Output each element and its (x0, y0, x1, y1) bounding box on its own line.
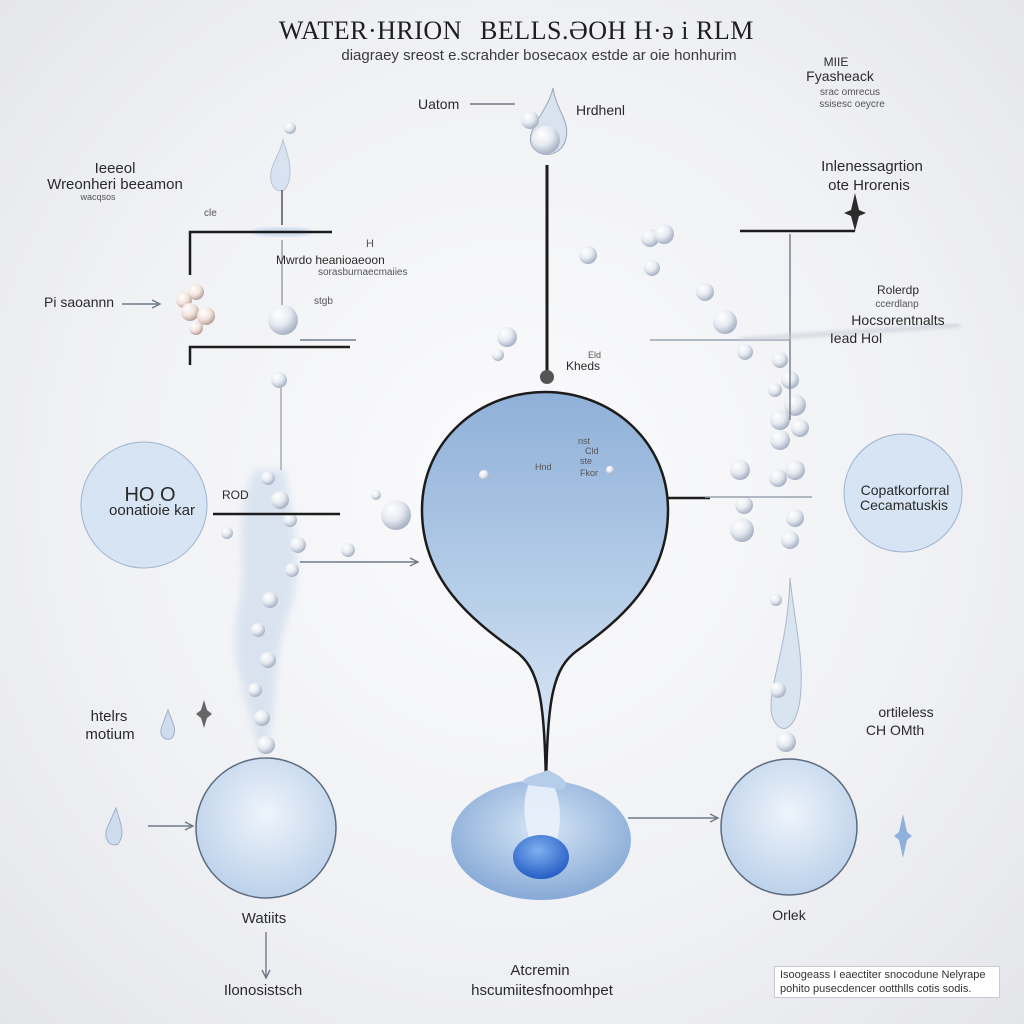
label-left-mid-2: sorasburnaecmaiies (318, 267, 408, 278)
label-right-mid-1: Rolerdp (876, 283, 920, 297)
label-left-3: wacqsos (80, 192, 116, 202)
footnote-box: Isoogeass I eaectiter snocodune Nelyrape… (774, 966, 1000, 998)
right-drop-icon (770, 577, 802, 752)
connector-arrows (122, 103, 961, 980)
label-mid-small-3: ste (580, 456, 593, 466)
drop-bubble (606, 466, 614, 474)
label-mid-small-4: Hnd (535, 462, 552, 472)
label-right-low-2: CH OMth (865, 722, 925, 738)
pink-bubble-cluster-icon (176, 284, 215, 335)
label-right-mid-4: Iead Hol (829, 330, 883, 346)
label-left-5: Pi saoannn (44, 294, 115, 310)
left-upper-drop-icon (252, 122, 312, 470)
coordination-circle (843, 433, 963, 553)
sparkle-icon (196, 193, 912, 858)
label-top-mid: Hrdhenl (576, 102, 626, 118)
bottom-bowl (451, 770, 631, 900)
label-top-right-1: MIIE (823, 55, 849, 69)
label-bottom-mid-2: hscumiitesfnoomhpet (471, 982, 613, 999)
label-left-mid-3: stgb (314, 296, 333, 307)
label-center-2: Kheds (566, 359, 601, 373)
label-right-mid-3: Hocsorentnalts (851, 312, 945, 328)
label-mid-small-2: Cld (585, 446, 599, 456)
bracket-lines (188, 229, 855, 516)
label-left-mid-1: Mwrdo heanioaeoon (276, 253, 385, 267)
bottom-left-circle (195, 757, 337, 899)
h2o-circle (80, 441, 208, 569)
label-bottom-mid-1: Atcremin (510, 962, 570, 979)
left-bubble-column (235, 470, 306, 760)
label-bottom-right: Orlek (772, 907, 806, 923)
right-bubble-column (730, 352, 809, 549)
label-bottom-left-2: Ilonosistsch (223, 982, 303, 999)
right-upper-bubbles (492, 224, 753, 361)
label-left-4: cle (204, 208, 217, 219)
label-left-1: Ieeeol (94, 160, 136, 177)
label-right-low-1: ortileless (878, 704, 934, 720)
label-top-left: Uatom (418, 96, 460, 112)
central-droplet (420, 390, 670, 783)
label-h2o-1: HO O (124, 484, 176, 506)
stem-knob (540, 370, 554, 384)
water-drop-icon (105, 708, 175, 846)
label-cord-1: Copatkorforral (860, 482, 950, 498)
label-h2o-3: ROD (222, 488, 249, 502)
label-cord-2: Cecamatuskis (860, 497, 948, 513)
deep-drop (513, 835, 569, 879)
top-drop-icon (521, 87, 568, 155)
label-left-low-1: htelrs (90, 708, 128, 725)
label-mid-small-1: nst (578, 436, 591, 446)
label-h-small: H (366, 238, 374, 250)
title-right: BELLS.ƏOH H·ə i RLM (480, 16, 754, 45)
label-mid-small-5: Fkor (580, 468, 598, 478)
subtitle: diagraey sreost e.scrahder bosecaox estd… (341, 47, 737, 64)
bottom-right-circle (720, 758, 858, 896)
drop-bubble (479, 470, 489, 480)
label-right-mid-2: ccerdlanp (875, 299, 919, 310)
label-bottom-left-1: Watiits (241, 910, 287, 927)
label-left-2: Wreonheri beeamon (47, 176, 183, 193)
title-left: WATER·HRION (278, 16, 462, 45)
label-top-right-4: ssisesc oeycre (819, 99, 885, 110)
label-right-2: ote Hrorenis (828, 177, 910, 194)
label-right-1: Inlenessagrtion (821, 158, 923, 175)
floating-bubbles (221, 490, 411, 557)
label-left-low-2: motium (85, 726, 135, 743)
label-top-right-3: srac omrecus (819, 87, 881, 98)
label-top-right-2: Fyasheack (806, 68, 874, 84)
label-center-1: Eld (588, 350, 602, 360)
label-h2o-2: oonatioie kar (109, 502, 195, 519)
